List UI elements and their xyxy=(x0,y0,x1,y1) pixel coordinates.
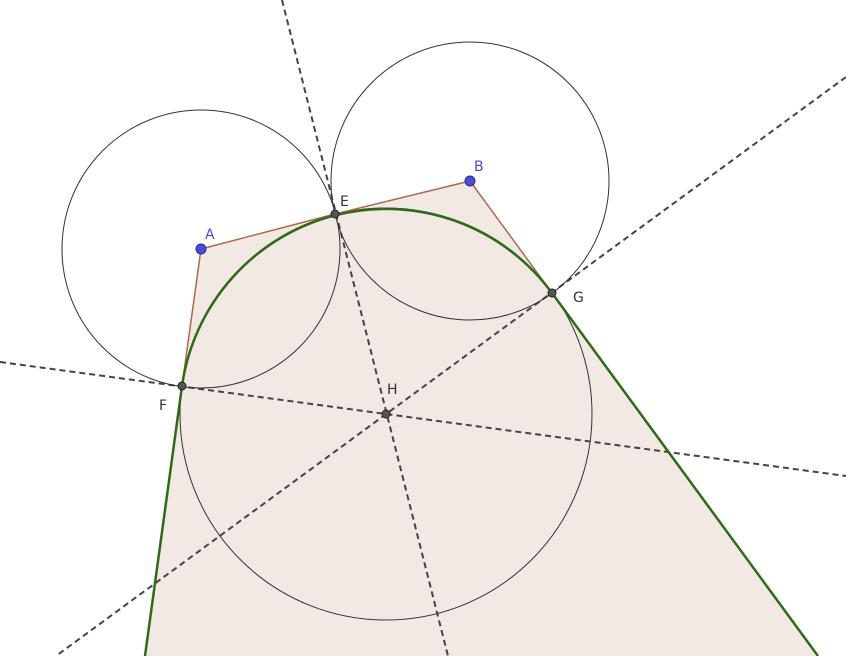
point-f[interactable] xyxy=(177,381,187,391)
ray-f[interactable] xyxy=(143,385,184,656)
point-a[interactable] xyxy=(195,243,207,255)
point-g[interactable] xyxy=(547,288,557,298)
label-g: G xyxy=(573,290,584,306)
label-e: E xyxy=(340,194,349,210)
label-b: B xyxy=(474,159,484,175)
circle-a[interactable] xyxy=(61,109,341,389)
label-f: F xyxy=(159,398,167,414)
point-b[interactable] xyxy=(464,175,476,187)
circle-b[interactable] xyxy=(330,41,610,321)
dashed-line-gh[interactable] xyxy=(55,76,846,656)
label-h: H xyxy=(387,382,398,398)
shaded-region xyxy=(145,181,818,656)
point-e[interactable] xyxy=(330,209,340,219)
dashed-line-fg[interactable] xyxy=(0,361,846,477)
dashed-line-ef[interactable] xyxy=(281,0,449,656)
ray-g[interactable] xyxy=(550,292,820,656)
label-a: A xyxy=(205,227,215,243)
point-h[interactable] xyxy=(381,409,391,419)
